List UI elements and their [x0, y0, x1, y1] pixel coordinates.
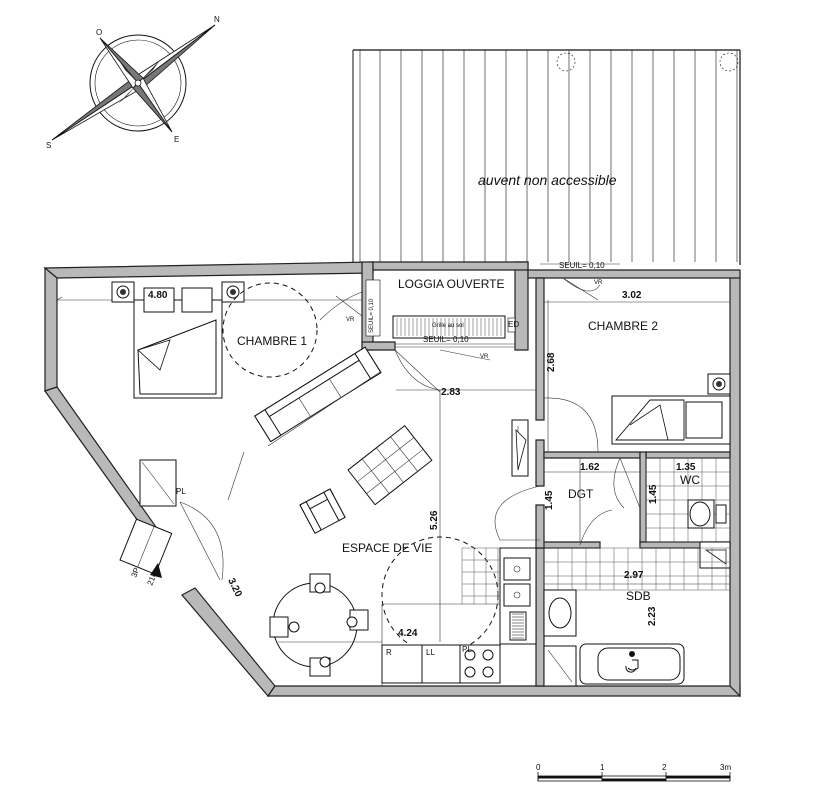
bathroom-label: SDB [626, 589, 651, 603]
dim-living-height: 5.26 [429, 510, 440, 530]
bedroom-2 [543, 277, 731, 453]
threshold-side-label: SEUIL= 0,10 [369, 298, 375, 333]
compass-rose-icon [51, 24, 216, 141]
dim-living-top: 2.83 [441, 387, 461, 398]
compass-north-label: N [214, 15, 220, 24]
bedroom1-label: CHAMBRE 1 [237, 334, 307, 348]
grille-label: Grille au sol [432, 323, 464, 329]
loggia [365, 279, 516, 348]
dim-sdb-height: 2.23 [647, 606, 658, 626]
dim-sdb-width: 2.97 [624, 570, 644, 581]
dim-wc-width: 1.35 [676, 462, 696, 473]
dishwasher-label: LL [426, 648, 435, 657]
awning-area [352, 49, 741, 265]
scale-tick-2: 2 [662, 763, 667, 772]
bedroom-1 [56, 281, 363, 399]
dim-bedroom1-width: 4.80 [148, 290, 168, 301]
vr-label-1: VR [346, 317, 355, 323]
loggia-label: LOGGIA OUVERTE [398, 277, 504, 291]
compass-west-label: O [96, 28, 102, 37]
scale-tick-0: 0 [536, 763, 541, 772]
bedroom2-label: CHAMBRE 2 [588, 319, 658, 333]
living-label: ESPACE DE VIE [342, 541, 432, 555]
hallway-label: DGT [568, 487, 594, 501]
dim-wc-height: 1.45 [648, 484, 659, 504]
living-area [119, 346, 536, 677]
compass-east-label: E [174, 135, 179, 144]
pl-label-2: PL [462, 645, 472, 654]
lot-code: 3P [130, 566, 142, 578]
awning-label: auvent non accessible [478, 172, 617, 188]
scale-tick-3: 3m [720, 763, 731, 772]
vr-label-2: VR [594, 280, 603, 286]
dim-hall-width: 1.62 [580, 462, 600, 473]
ed-label: ED [508, 320, 519, 329]
wc-label: WC [680, 473, 700, 487]
dim-kitchen-width: 4.24 [398, 628, 418, 639]
dim-hall-height: 1.45 [544, 490, 555, 510]
compass-south-label: S [46, 141, 51, 150]
threshold-loggia-label: SEUIL= 0,10 [423, 335, 469, 344]
wc [645, 457, 731, 569]
kitchen [381, 485, 541, 686]
vr-label-3: VR [480, 354, 489, 360]
dim-bedroom2-width: 3.02 [622, 290, 642, 301]
dim-bedroom2-height: 2.68 [546, 352, 557, 372]
scale-bar [537, 772, 731, 782]
dim-diagonal-wall: 3.20 [225, 576, 244, 599]
hallway [511, 419, 641, 546]
bathroom [543, 547, 730, 687]
scale-tick-1: 1 [600, 763, 605, 772]
fridge-label: R [386, 648, 392, 657]
pl-label-1: PL [176, 487, 186, 496]
threshold-bedroom2-label: SEUIL= 0,10 [559, 261, 605, 270]
